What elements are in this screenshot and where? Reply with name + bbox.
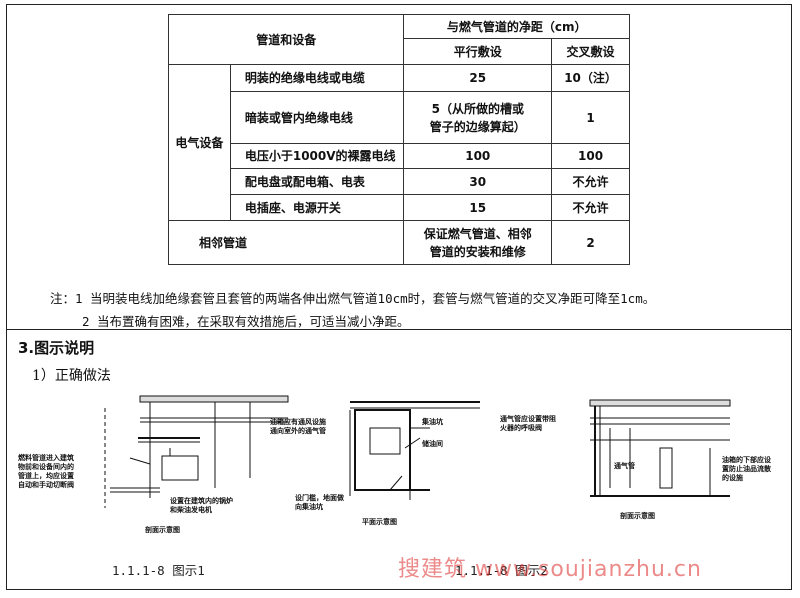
note-1: 注：1 当明装电线加绝缘套管且套管的两端各伸出燃气管道10cm时，套管与燃气管道… — [50, 291, 656, 306]
page-frame — [6, 4, 792, 590]
section-title: 3.图示说明 — [18, 339, 95, 357]
d2-label-right-2: 储油间 — [421, 439, 443, 448]
d3-label-top-1: 通气管应设置带阻 — [500, 414, 556, 423]
d1-label-bottom-1: 设置在建筑内的锅炉 — [170, 496, 233, 505]
row-parallel: 30 — [403, 168, 553, 195]
row-parallel-line1: 5（从所做的槽或 — [431, 101, 524, 116]
row-item: 暗装或管内绝缘电线 — [229, 91, 405, 144]
d1-caption: 剖面示意图 — [145, 525, 180, 534]
figure-caption-2: 1.1.1-8 图示2 — [455, 563, 548, 578]
row-parallel: 25 — [403, 64, 553, 92]
row-item: 电压小于1000V的裸露电线 — [229, 143, 405, 169]
row-parallel-line2: 管子的边缘算起） — [429, 119, 526, 134]
d1-label-left-1: 燃料管道进入建筑 — [17, 453, 74, 462]
row-cross: 1 — [551, 91, 630, 144]
row-cross: 100 — [551, 143, 630, 169]
d2-label-top-1: 油箱应有通风设施 — [270, 417, 326, 426]
diagram-1 — [104, 395, 289, 508]
row-item: 配电盘或配电箱、电表 — [229, 168, 405, 195]
header-cross: 交叉敷设 — [551, 38, 630, 65]
header-parallel: 平行敷设 — [403, 38, 553, 65]
d2-label-right-1: 集油坑 — [421, 417, 443, 426]
row-parallel: 15 — [403, 194, 553, 221]
row-adjacent-line1: 保证燃气管道、相邻 — [423, 226, 532, 241]
d3-caption: 剖面示意图 — [620, 511, 655, 520]
d2-label-top-2: 通向室外的通气管 — [270, 426, 326, 435]
d3-label-pipe: 通气管 — [614, 461, 635, 470]
row-adjacent-parallel: 保证燃气管道、相邻 管道的安装和维修 — [403, 220, 553, 265]
d1-label-bottom-2: 和柴油发电机 — [169, 505, 212, 514]
d1-label-left-3: 管道上，均应设置 — [18, 471, 74, 480]
row-adjacent-cross: 2 — [551, 220, 630, 265]
row-item: 电插座、电源开关 — [229, 194, 405, 221]
d3-label-right-3: 的设施 — [722, 473, 743, 482]
clearance-table: 管道和设备 与燃气管道的净距（cm） 平行敷设 交叉敷设 电气设备 明装的绝缘电… — [167, 14, 630, 265]
d3-label-right-2: 置防止油品流散 — [722, 464, 771, 473]
illustrations: 燃料管道进入建筑 物前和设备间内的 管道上，均应设置 自动和手动切断阀 设置在建… — [17, 395, 772, 534]
header-category: 管道和设备 — [167, 14, 405, 65]
row-cross: 不允许 — [551, 168, 630, 195]
d2-caption: 平面示意图 — [362, 517, 397, 526]
diagram-2 — [349, 401, 480, 500]
row-cross: 10（注） — [551, 64, 630, 92]
group-electrical: 电气设备 — [168, 64, 231, 221]
header-clearance: 与燃气管道的净距（cm） — [403, 14, 630, 39]
row-cross: 不允许 — [551, 194, 630, 221]
subsection-title: 1）正确做法 — [32, 368, 111, 384]
row-adjacent-item: 相邻管道 — [167, 220, 405, 265]
row-item: 明装的绝缘电线或电缆 — [229, 64, 405, 92]
d3-label-right-1: 油箱的下部应设 — [722, 455, 772, 464]
d1-label-left-2: 物前和设备间内的 — [18, 462, 74, 471]
section-divider — [6, 329, 792, 330]
note-2: 2 当布置确有困难，在采取有效措施后，可适当减小净距。 — [82, 314, 410, 329]
row-adjacent-line2: 管道的安装和维修 — [429, 244, 526, 259]
d2-label-bottom-2: 向集油坑 — [295, 502, 323, 511]
d3-label-top-2: 火器的呼吸阀 — [500, 423, 542, 432]
row-parallel: 5（从所做的槽或 管子的边缘算起） — [403, 91, 553, 144]
figure-caption-1: 1.1.1-8 图示1 — [112, 563, 205, 578]
d2-label-bottom-1: 设门槛，地面做 — [295, 493, 345, 502]
diagram-3 — [589, 399, 731, 497]
d1-label-left-4: 自动和手动切断阀 — [18, 480, 74, 489]
watermark: 搜建筑 www.soujianzhu.cn — [398, 557, 702, 582]
row-parallel: 100 — [403, 143, 553, 169]
